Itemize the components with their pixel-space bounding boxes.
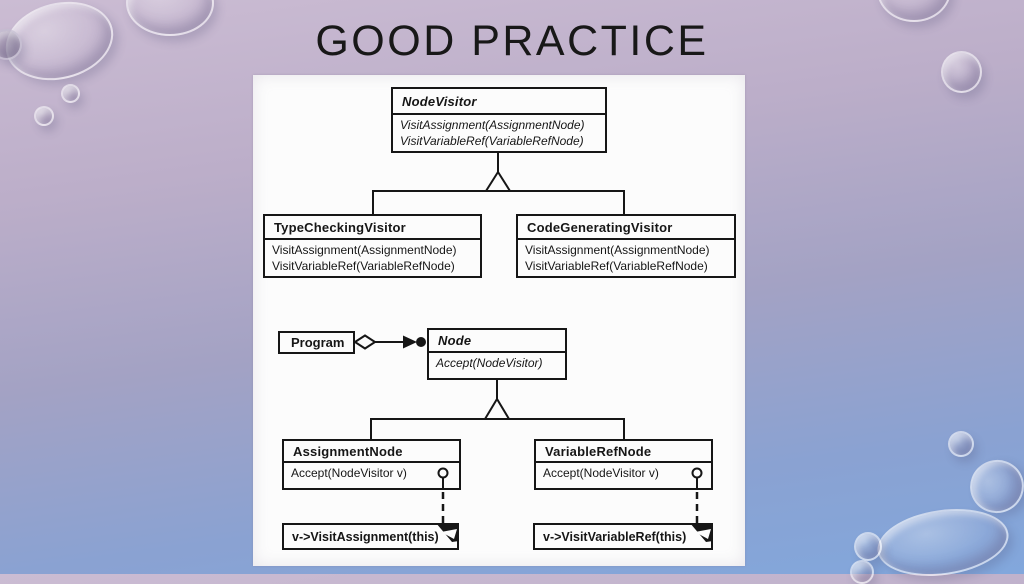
class-box-typecheckingvisitor: TypeCheckingVisitor VisitAssignment(Assi… <box>263 214 482 278</box>
class-name: Node <box>429 330 565 353</box>
water-drop-icon <box>877 0 951 22</box>
inheritance-connector-top <box>372 153 625 214</box>
water-drop-icon <box>873 501 1013 584</box>
class-name: VariableRefNode <box>536 441 711 463</box>
class-method: Accept(NodeVisitor v) <box>291 466 407 480</box>
class-box-assignmentnode: AssignmentNode Accept(NodeVisitor v) <box>282 439 461 490</box>
class-box-codegeneratingvisitor: CodeGeneratingVisitor VisitAssignment(As… <box>516 214 736 278</box>
class-method: VisitAssignment(AssignmentNode) <box>272 243 457 257</box>
water-drop-icon <box>34 106 54 126</box>
class-box-nodevisitor: NodeVisitor VisitAssignment(AssignmentNo… <box>391 87 607 153</box>
class-name: CodeGeneratingVisitor <box>518 216 734 240</box>
class-method: VisitAssignment(AssignmentNode) <box>400 118 585 132</box>
water-drop-icon <box>941 51 982 93</box>
class-name: AssignmentNode <box>284 441 459 463</box>
class-name: NodeVisitor <box>393 89 605 115</box>
water-drop-icon <box>854 532 882 561</box>
class-box-program: Program <box>278 331 355 354</box>
note-text: v->VisitVariableRef(this) <box>543 529 687 544</box>
class-method: VisitVariableRef(VariableRefNode) <box>400 134 584 148</box>
note-visit-assignment: v->VisitAssignment(this) <box>282 523 459 550</box>
water-drop-icon <box>850 560 874 584</box>
class-box-node: Node Accept(NodeVisitor) <box>427 328 567 380</box>
uml-diagram-panel: NodeVisitor VisitAssignment(AssignmentNo… <box>253 75 745 566</box>
slide-title: GOOD PRACTICE <box>315 17 709 65</box>
inheritance-connector-bottom <box>370 380 625 439</box>
class-method: VisitVariableRef(VariableRefNode) <box>525 259 708 273</box>
class-method: VisitVariableRef(VariableRefNode) <box>272 259 455 273</box>
water-drop-icon <box>61 84 80 103</box>
class-box-variablerefnode: VariableRefNode Accept(NodeVisitor v) <box>534 439 713 490</box>
note-text: v->VisitAssignment(this) <box>292 529 439 544</box>
class-method: Accept(NodeVisitor v) <box>543 466 659 480</box>
class-method: Accept(NodeVisitor) <box>436 356 543 370</box>
water-drop-icon <box>948 431 974 457</box>
class-method: VisitAssignment(AssignmentNode) <box>525 243 710 257</box>
aggregation-arrow <box>353 334 426 350</box>
class-name: TypeCheckingVisitor <box>265 216 480 240</box>
note-visit-variableref: v->VisitVariableRef(this) <box>533 523 713 550</box>
class-name: Program <box>291 335 345 350</box>
water-drop-icon <box>0 29 22 60</box>
